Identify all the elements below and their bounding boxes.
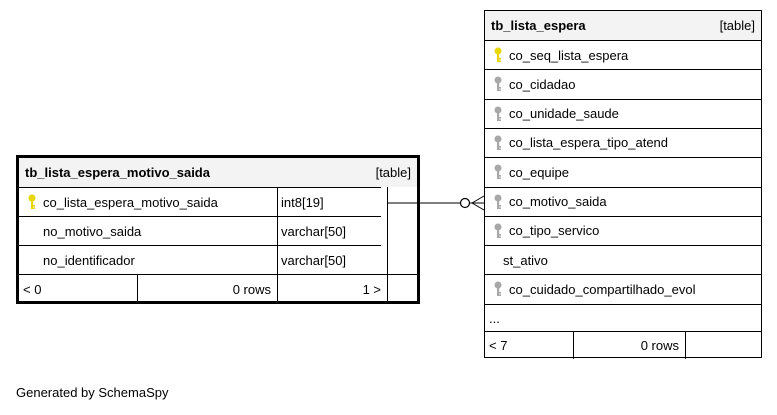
crowfoot-lower <box>471 202 485 211</box>
table-tb-lista-espera-motivo-saida[interactable]: tb_lista_espera_motivo_saida [table] co_… <box>16 155 420 304</box>
column-name: no_identificador <box>43 252 135 268</box>
column-name: co_tipo_servico <box>509 223 600 239</box>
column-type: varchar[50] <box>281 223 347 239</box>
column-type: varchar[50] <box>281 252 347 268</box>
column-row[interactable]: co_unidade_saude <box>485 98 761 128</box>
column-row[interactable]: no_motivo_saida varchar[50] <box>19 216 381 245</box>
column-row[interactable]: co_tipo_servico <box>485 215 761 245</box>
column-name: co_seq_lista_espera <box>509 47 629 63</box>
parents-count[interactable]: < 7 <box>489 338 508 353</box>
column-row[interactable]: co_seq_lista_espera <box>485 40 761 69</box>
table-tb-lista-espera[interactable]: tb_lista_espera [table] co_seq_lista_esp… <box>484 10 762 359</box>
column-name: st_ativo <box>503 252 548 268</box>
foreign-key-icon <box>494 223 502 238</box>
table-name: tb_lista_espera <box>491 18 586 33</box>
children-count[interactable]: 1 > <box>362 281 381 297</box>
column-row[interactable]: co_lista_espera_motivo_saida int8[19] <box>19 187 381 216</box>
parents-count[interactable]: < 0 <box>23 281 42 297</box>
column-name: co_cuidado_compartilhado_evol <box>509 281 696 297</box>
crowfoot-upper <box>471 195 485 204</box>
column-row[interactable]: co_cidadao <box>485 69 761 98</box>
column-type: int8[19] <box>281 194 324 210</box>
column-name: co_motivo_saida <box>509 194 607 209</box>
generated-by-text: Generated by SchemaSpy <box>16 385 169 400</box>
column-name: co_equipe <box>509 164 569 180</box>
foreign-key-icon <box>494 281 502 297</box>
table-type-tag: [table] <box>375 165 411 180</box>
column-row[interactable]: co_motivo_saida <box>485 186 761 216</box>
column-name: no_motivo_saida <box>43 223 142 239</box>
table-type-tag: [table] <box>719 18 755 33</box>
column-row[interactable]: co_lista_espera_tipo_atend <box>485 127 761 157</box>
row-count: 0 rows <box>232 281 271 297</box>
foreign-key-icon <box>494 194 502 209</box>
table-footer: < 0 0 rows 1 > <box>19 274 417 303</box>
column-name: co_unidade_saude <box>509 106 619 122</box>
column-row[interactable]: co_cuidado_compartilhado_evol <box>485 274 761 303</box>
zero-cardinality-circle <box>459 197 471 209</box>
row-count: 0 rows <box>640 338 679 353</box>
table-footer: < 7 0 rows <box>485 331 761 359</box>
foreign-key-icon <box>494 106 502 121</box>
primary-key-icon <box>28 194 36 209</box>
table-name: tb_lista_espera_motivo_saida <box>25 165 210 180</box>
outer-column-divider <box>387 187 388 301</box>
column-name: co_lista_espera_tipo_atend <box>509 135 669 151</box>
column-row[interactable]: st_ativo <box>485 245 761 274</box>
more-columns-row: ... <box>485 304 761 331</box>
column-name: co_lista_espera_motivo_saida <box>43 194 218 210</box>
ellipsis: ... <box>489 310 500 326</box>
primary-key-icon <box>494 47 502 62</box>
column-row[interactable]: no_identificador varchar[50] <box>19 245 381 274</box>
table-header: tb_lista_espera_motivo_saida [table] <box>19 158 417 187</box>
foreign-key-icon <box>494 164 502 180</box>
foreign-key-icon <box>494 135 502 150</box>
table-header: tb_lista_espera [table] <box>485 11 761 40</box>
column-name: co_cidadao <box>509 76 576 92</box>
column-row[interactable]: co_equipe <box>485 157 761 186</box>
foreign-key-icon <box>494 76 502 92</box>
